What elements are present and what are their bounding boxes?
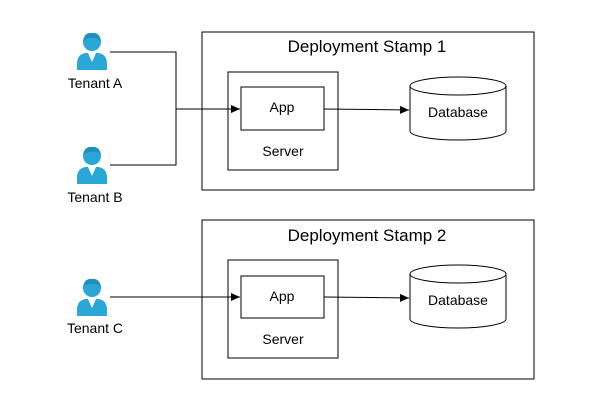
deployment-stamp-2: Deployment Stamp 2 App Server Database (201, 219, 535, 380)
stamp-1-app-box (240, 86, 325, 131)
tenant-c (77, 278, 107, 316)
stamp-2-server-label: Server (262, 331, 304, 347)
tenant-a-connector (110, 51, 177, 166)
person-icon (77, 278, 107, 316)
stamp-2-app-label: App (270, 288, 295, 304)
deployment-stamp-1: Deployment Stamp 1 App Server Database (201, 31, 535, 191)
tenant-b-label: Tenant B (67, 189, 122, 205)
stamp-1-app-label: App (270, 99, 295, 115)
tenant-a-label: Tenant A (68, 75, 123, 91)
stamp-2-database-label: Database (428, 292, 488, 308)
tenant-a (77, 32, 107, 70)
stamp-2-database-cylinder (409, 264, 507, 329)
stamp-2-app-box (240, 275, 325, 319)
tenant-b (77, 146, 107, 184)
person-icon (77, 32, 107, 70)
stamp-2-app-to-db-arrow (323, 293, 410, 302)
person-icon (77, 146, 107, 184)
stamp-1-title: Deployment Stamp 1 (288, 37, 447, 56)
tenant-c-label: Tenant C (67, 320, 123, 336)
stamp-1-database-cylinder (409, 76, 507, 141)
stamp-1-server-label: Server (262, 143, 304, 159)
stamp-2-title: Deployment Stamp 2 (288, 226, 447, 245)
tenant-connectors (110, 51, 240, 301)
stamp-1-database-label: Database (428, 104, 488, 120)
stamp-1-app-to-db-arrow (323, 105, 410, 114)
